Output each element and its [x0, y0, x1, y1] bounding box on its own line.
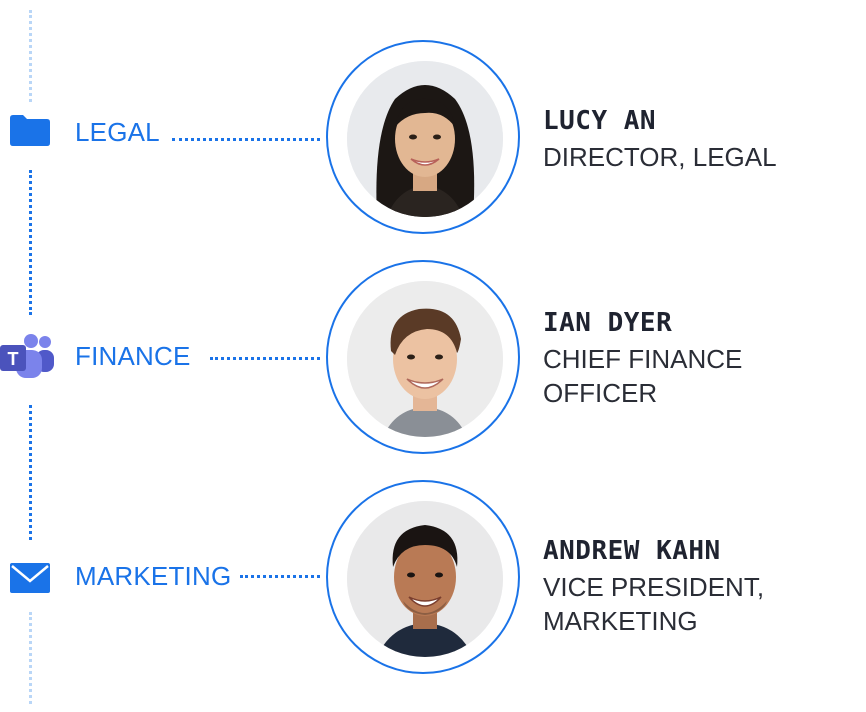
person-title-andrew-line2: MARKETING: [543, 606, 698, 636]
department-label-legal: LEGAL: [75, 117, 160, 147]
timeline-segment-top: [29, 10, 32, 102]
avatar-ring-andrew: [326, 480, 520, 674]
connector-marketing: [240, 575, 320, 578]
connector-legal: [172, 138, 320, 141]
timeline-segment-bottom: [29, 612, 32, 704]
teams-icon-letter: T: [8, 349, 19, 369]
avatar-ring-ian: [326, 260, 520, 454]
person-title-lucy-line1: DIRECTOR, LEGAL: [543, 142, 777, 172]
person-title-ian-line1: CHIEF FINANCE: [543, 344, 743, 374]
mail-icon: [10, 563, 50, 598]
timeline-segment-2: [29, 405, 32, 540]
avatar-ian: [347, 281, 503, 437]
department-label-marketing: MARKETING: [75, 561, 232, 591]
person-title-ian-line2: OFFICER: [543, 378, 658, 408]
person-name-andrew: ANDREW KAHN: [543, 536, 721, 566]
avatar-andrew: [347, 501, 503, 657]
avatar-ring-lucy: [326, 40, 520, 234]
person-name-lucy: LUCY AN: [543, 106, 657, 136]
person-title-andrew-line1: VICE PRESIDENT,: [543, 572, 765, 602]
folder-icon: [10, 114, 50, 151]
department-label-finance: FINANCE: [75, 341, 191, 371]
teams-icon: T: [0, 334, 54, 383]
timeline-segment-1: [29, 170, 32, 315]
avatar-lucy: [347, 61, 503, 217]
person-name-ian: IAN DYER: [543, 308, 673, 338]
connector-finance: [210, 357, 320, 360]
